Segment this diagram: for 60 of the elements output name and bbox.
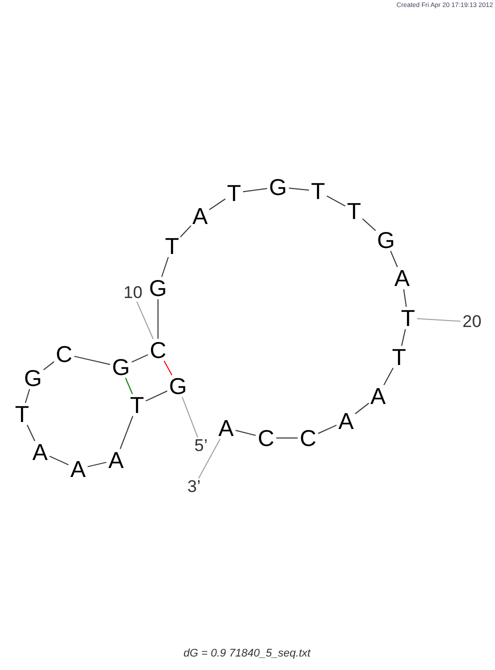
base-letter: T [400,308,416,328]
base-letter: A [338,412,354,430]
base-letter: C [56,344,72,364]
base-letter: G [24,368,42,388]
leader-line [416,318,461,322]
base-letter: G [112,358,130,376]
backbone-line [390,250,398,268]
backbone-line [208,198,226,210]
base-letter: G [149,278,167,298]
base-letter: A [192,206,208,226]
backbone-line [235,430,256,436]
base-pair-line [125,378,133,394]
backbone-line [74,356,111,365]
position-number: 20 [462,315,482,329]
backbone-line [26,424,36,442]
base-letter: T [226,184,242,202]
position-number: 10 [124,286,142,300]
backbone-line [403,288,407,308]
backbone-line [401,328,406,346]
base-letter: T [14,404,30,424]
backbone-line [24,388,30,404]
base-letter: A [32,442,48,462]
base-letter: T [310,182,326,200]
strand-end-label: 3’ [187,480,201,494]
backbone-line [49,456,69,466]
base-letter: C [258,428,274,448]
base-letter: A [394,268,410,288]
base-letter: C [300,428,316,448]
backbone-line [131,354,148,363]
backbone-line [120,416,134,450]
leader-line [182,396,198,438]
backbone-line [354,402,370,414]
backbone-line [288,188,310,191]
base-letter: T [130,396,144,414]
base-letter: A [370,386,386,406]
base-letter: G [269,178,287,196]
base-letter: A [108,450,124,470]
base-letter: A [70,460,86,478]
backbone-line [318,424,337,434]
backbone-line [161,256,169,278]
base-letter: T [392,348,406,366]
backbone-line [326,195,346,207]
backbone-line [87,462,107,468]
leader-line [136,301,154,340]
backbone-line [383,368,394,386]
base-pair-line [164,360,172,376]
leader-line [198,438,221,479]
backbone-line [43,361,55,370]
base-letter: T [346,202,362,220]
backbone-line [180,225,192,238]
base-letter: T [164,236,180,256]
caption: dG = 0.9 71840_5_seq.txt [184,648,310,660]
base-letter: G [377,230,395,250]
strand-end-label: 5’ [194,439,208,453]
base-letter: G [169,376,187,396]
base-letter: C [150,340,166,360]
backbone-line [145,390,168,402]
base-letter: A [218,418,234,438]
backbone-line [242,188,268,192]
backbone-line [362,218,376,232]
